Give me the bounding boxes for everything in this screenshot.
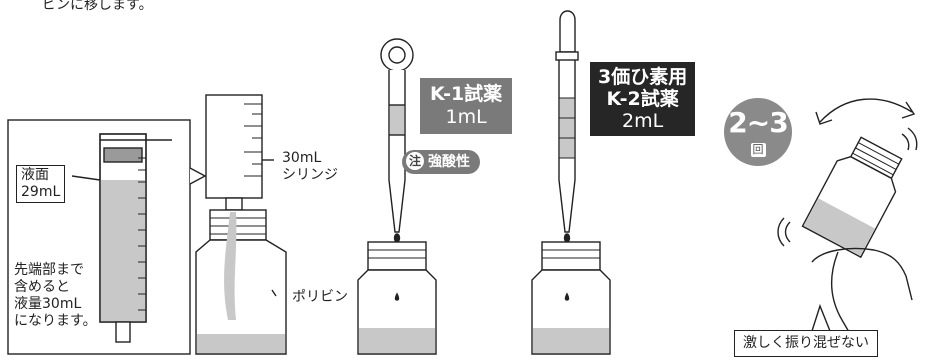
shake-count-badge: 2~3 回 (724, 98, 792, 166)
k1-bottle-neck (367, 241, 427, 271)
callout-pointer (189, 167, 207, 185)
warning-text: 強酸性 (428, 154, 470, 170)
k2-volume: 2mL (622, 110, 664, 132)
instruction-text: ビンに移します。 (42, 0, 153, 13)
inset-plunger (103, 147, 143, 163)
shake-arrow (819, 98, 913, 123)
syringe-barrel (205, 94, 263, 199)
syringe-scale (244, 103, 262, 177)
k1-bulb (380, 38, 414, 72)
strong-acid-warning: 注強酸性 (402, 150, 480, 174)
pour-stream (224, 212, 237, 320)
caution-icon: 注 (406, 152, 424, 170)
k2-bottle-neck (541, 241, 601, 271)
inset-scale (138, 157, 146, 311)
k2-bulb (559, 10, 576, 53)
shake-unit: 回 (750, 143, 766, 157)
surface-level-label: 液面 29mL (16, 165, 66, 203)
poly-bottle-liquid (197, 334, 285, 353)
poly-bottle-body (195, 239, 287, 355)
note-line: 液量30mL (14, 296, 82, 312)
syringe-tip (225, 197, 243, 211)
syringe-label-line1: 30mL (282, 150, 322, 166)
poly-bottle-label: ポリビン (292, 289, 348, 305)
note-line: 含めると (14, 279, 70, 295)
k2-name: K-2試薬 (606, 88, 679, 110)
k1-name: K-1試薬 (430, 83, 503, 105)
k1-bottle-liquid (359, 328, 435, 353)
poly-bottle-neck (209, 209, 267, 241)
surface-label-line2: 29mL (21, 184, 61, 200)
hand (811, 247, 913, 345)
inset-syringe-tip (115, 321, 131, 343)
k2-reagent-label: 3価ひ素用 K-2試薬 2mL (590, 62, 696, 136)
volume-note: 先端部まで 含めると 液量30mL になります。 (14, 262, 97, 330)
k1-volume: 1mL (445, 106, 487, 128)
k2-bottle-liquid (533, 328, 609, 353)
shake-count: 2~3 (728, 106, 788, 139)
note-line: になります。 (14, 313, 97, 329)
shaken-bottle (801, 136, 903, 259)
caption-bubble-tail (811, 303, 831, 332)
k1-stem (388, 70, 406, 233)
k1-reagent-label: K-1試薬 1mL (420, 78, 513, 134)
syringe-label-line2: シリンジ (282, 167, 338, 183)
note-line: 先端部まで (14, 262, 84, 278)
shake-caption: 激しく振り混ぜない (734, 330, 878, 357)
k2-purpose: 3価ひ素用 (598, 66, 688, 88)
inset-syringe-liquid (100, 180, 146, 322)
inset-panel (7, 119, 191, 355)
surface-label-line1: 液面 (21, 167, 49, 183)
syringe-label: 30mL シリンジ (282, 150, 338, 184)
